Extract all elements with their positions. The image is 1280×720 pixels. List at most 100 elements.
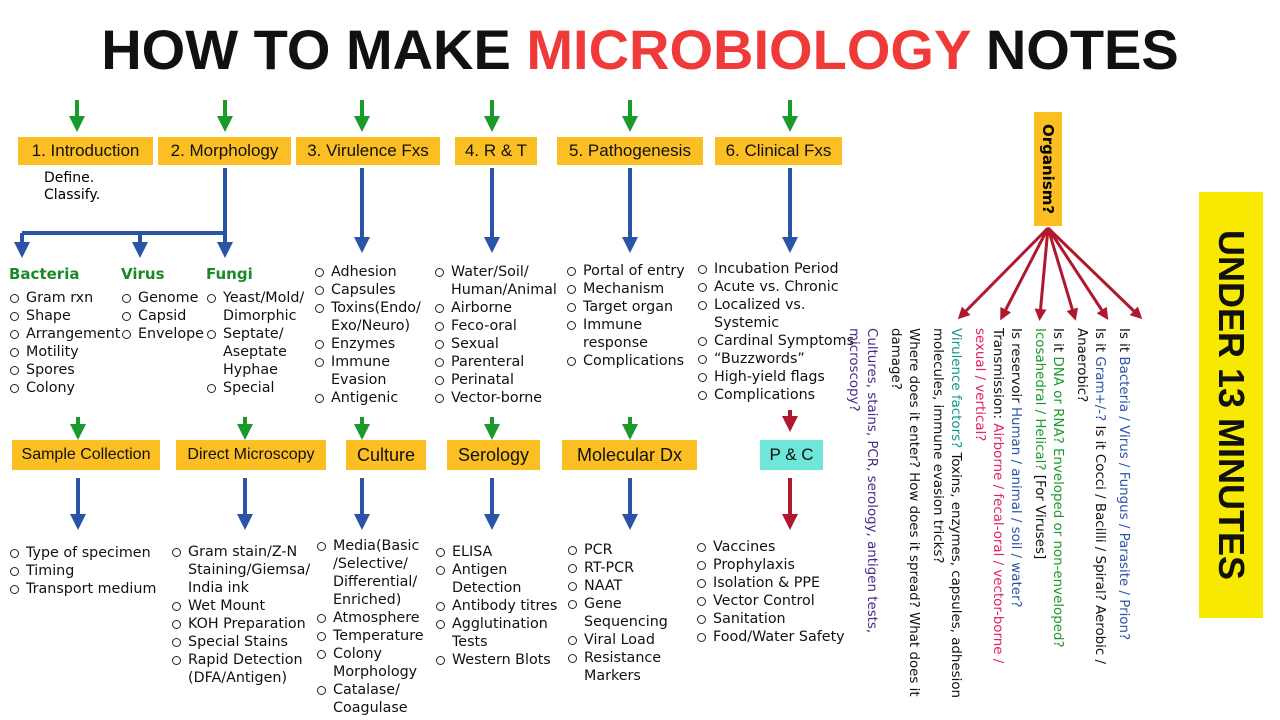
section-direct-microscopy: Direct Microscopy xyxy=(176,440,326,470)
list-item: Western Blots xyxy=(435,651,560,669)
question-options: Virulence factors? xyxy=(948,328,963,449)
question-text: Is it xyxy=(1116,328,1131,357)
question-virus: Is it DNA or RNA? Enveloped or non-envel… xyxy=(1030,328,1066,700)
list-item: Antibody titres xyxy=(435,597,560,615)
list-item: Acute vs. Chronic xyxy=(697,278,857,296)
list-item: Enzymes xyxy=(314,335,434,353)
list-item: Complications xyxy=(566,352,691,370)
section-reservoir-transmission: 4. R & T xyxy=(455,137,537,165)
list-item: Yeast/Mold/ Dimorphic xyxy=(206,289,304,325)
list-item: Isolation & PPE xyxy=(696,574,866,592)
organism-questions: Is it Bacteria / Virus / Fungus / Parasi… xyxy=(846,328,1132,700)
list-item: Antigenic xyxy=(314,389,434,407)
list-item: Atmosphere xyxy=(316,609,428,627)
intro-notes: Define. Classify. xyxy=(44,170,100,204)
question-options: DNA or RNA? Enveloped or non-enveloped? … xyxy=(1032,328,1065,648)
list-item: Gram stain/Z-N Staining/Giemsa/ India in… xyxy=(171,543,321,597)
list-item: Cardinal Symptoms xyxy=(697,332,857,350)
list-item: Capsules xyxy=(314,281,434,299)
list-item: Catalase/ Coagulase xyxy=(316,681,428,717)
list-item: Wet Mount xyxy=(171,597,321,615)
list-item: Immune Evasion xyxy=(314,353,434,389)
list-item: Special Stains xyxy=(171,633,321,651)
section-sample-collection: Sample Collection xyxy=(12,440,160,470)
list-item: Genome xyxy=(121,289,204,307)
list-item: Immune response xyxy=(566,316,691,352)
question-text: Is it xyxy=(1092,328,1107,357)
title-part: HOW TO MAKE xyxy=(101,18,527,81)
question-text: Is reservoir xyxy=(1008,328,1023,407)
organism-box: Organism? xyxy=(1034,112,1062,226)
list-item: Toxins(Endo/ Exo/Neuro) xyxy=(314,299,434,335)
list-item: Capsid xyxy=(121,307,204,325)
list-item: Localized vs. Systemic xyxy=(697,296,857,332)
question-text: Is it Cocci / Bacilli / Spiral? Aerobic … xyxy=(1074,328,1107,665)
intro-item: Define. xyxy=(44,170,95,186)
section-virulence: 3. Virulence Fxs xyxy=(296,137,440,165)
section-pathogenesis: 5. Pathogenesis xyxy=(557,137,703,165)
list-item: Vaccines xyxy=(696,538,866,556)
list-item: Motility xyxy=(9,343,120,361)
list-item: Food/Water Safety xyxy=(696,628,866,646)
group-bacteria: Bacteria xyxy=(9,265,80,283)
list-item: Transport medium xyxy=(9,580,169,598)
microscopy-list: Gram stain/Z-N Staining/Giemsa/ India in… xyxy=(171,543,321,687)
question-text: Transmission: xyxy=(990,328,1005,424)
page-title: HOW TO MAKE MICROBIOLOGY NOTES xyxy=(40,18,1240,82)
list-item: Airborne xyxy=(434,299,559,317)
group-virus: Virus xyxy=(121,265,165,283)
question-options: Airborne / fecal-oral / vector-borne / s… xyxy=(972,328,1005,664)
section-molecular-dx: Molecular Dx xyxy=(562,440,697,470)
section-clinical: 6. Clinical Fxs xyxy=(715,137,842,165)
list-item: Colony xyxy=(9,379,120,397)
section-introduction: 1. Introduction xyxy=(18,137,153,165)
list-item: Shape xyxy=(9,307,120,325)
list-item: Gram rxn xyxy=(9,289,120,307)
title-part: NOTES xyxy=(970,18,1179,81)
list-item: Media(Basic /Selective/ Differential/ En… xyxy=(316,537,428,609)
question-text: Is it xyxy=(1050,328,1065,357)
question-text: Toxins, enzymes, capsules, adhesion mole… xyxy=(930,328,963,699)
list-item: Resistance Markers xyxy=(567,649,677,685)
list-item: Vector Control xyxy=(696,592,866,610)
list-item: Sexual xyxy=(434,335,559,353)
list-item: Agglutination Tests xyxy=(435,615,560,651)
title-highlight: MICROBIOLOGY xyxy=(526,18,971,81)
list-item: Timing xyxy=(9,562,169,580)
question-text: [For Viruses] xyxy=(1032,470,1047,560)
list-item: Adhesion xyxy=(314,263,434,281)
list-item: Type of specimen xyxy=(9,544,169,562)
list-item: Complications xyxy=(697,386,857,404)
list-item: Antigen Detection xyxy=(435,561,560,597)
list-item: Parenteral xyxy=(434,353,559,371)
question-pathogenesis: Where does it enter? How does it spread?… xyxy=(888,328,921,697)
section-culture: Culture xyxy=(346,440,426,470)
question-gram: Is it Gram+/-? Is it Cocci / Bacilli / S… xyxy=(1072,328,1108,700)
list-item: Septate/ Aseptate Hyphae xyxy=(206,325,301,379)
question-options: Human / animal / soil / water? xyxy=(1008,406,1023,608)
section-p-and-c: P & C xyxy=(760,440,823,470)
list-item: Water/Soil/ Human/Animal xyxy=(434,263,559,299)
list-item: Vector-borne xyxy=(434,389,559,407)
list-item: Rapid Detection (DFA/Antigen) xyxy=(171,651,321,687)
list-item: Viral Load xyxy=(567,631,677,649)
list-item: Perinatal xyxy=(434,371,559,389)
list-item: NAAT xyxy=(567,577,677,595)
question-options: Bacteria / Virus / Fungus / Parasite / P… xyxy=(1116,356,1131,641)
duration-badge: UNDER 13 MINUTES xyxy=(1199,192,1263,618)
list-item: Spores xyxy=(9,361,120,379)
intro-item: Classify. xyxy=(44,187,101,203)
question-diagnosis: Cultures, stains, PCR, serology, antigen… xyxy=(846,328,879,634)
list-item: Colony Morphology xyxy=(316,645,428,681)
list-item: Envelope xyxy=(121,325,204,343)
culture-list: Media(Basic /Selective/ Differential/ En… xyxy=(316,537,428,717)
list-item: Portal of entry xyxy=(566,262,691,280)
list-item: Arrangement xyxy=(9,325,120,343)
question-reservoir: Is reservoir Human / animal / soil / wat… xyxy=(970,328,1024,700)
question-options: Gram+/-? xyxy=(1092,356,1107,422)
